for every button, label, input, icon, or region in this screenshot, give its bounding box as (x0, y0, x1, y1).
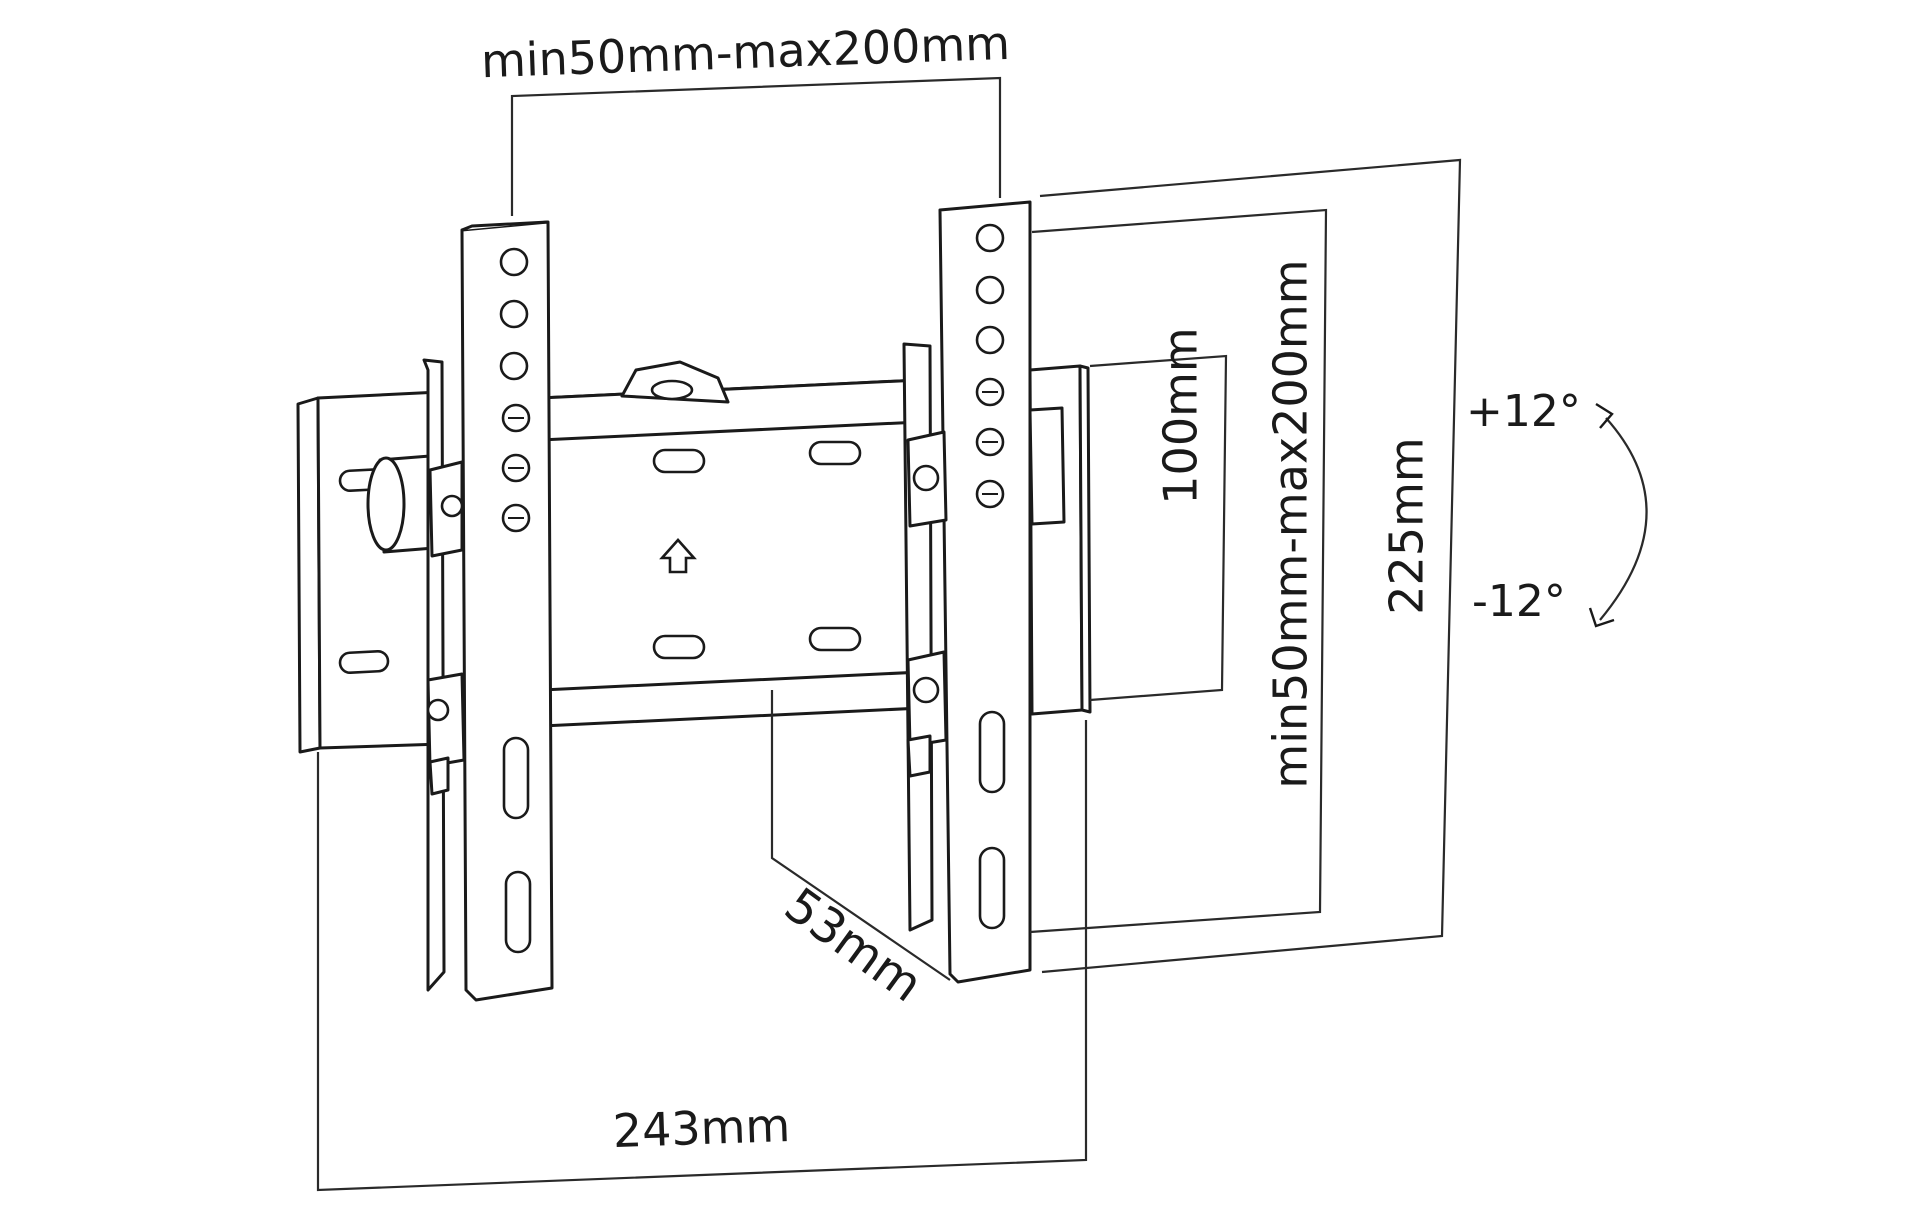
right-arm-side (902, 342, 934, 932)
left-arm-side (422, 358, 446, 992)
right-arm-foot (906, 734, 932, 778)
bolt-icon (440, 494, 464, 518)
label-horizontal-vesa: min50mm-max200mm (480, 16, 1011, 88)
label-overall-height: 225mm (1380, 437, 1434, 614)
arm-hole (975, 325, 1005, 355)
arm-slot (502, 736, 530, 820)
knob-face (366, 456, 406, 552)
dim-overall-height (1039, 158, 1462, 974)
arm-hole (499, 247, 529, 277)
center-slot (652, 448, 706, 474)
left-vertical-arm (422, 220, 554, 1002)
left-arm-foot (428, 756, 450, 796)
right-vertical-arm (902, 200, 1032, 984)
right-knob-block (1028, 406, 1066, 526)
tilt-arrow-up-icon (1595, 402, 1614, 429)
label-overall-width: 243mm (612, 1098, 791, 1158)
left-arm-top (461, 220, 549, 232)
label-inner-height: 100mm (1154, 327, 1208, 504)
tilt-arc (1599, 417, 1648, 621)
arm-slot (978, 846, 1006, 930)
wall-plate-left-cap (296, 396, 322, 754)
left-arm-bracket (426, 672, 466, 768)
center-slot (808, 626, 862, 652)
bolt-icon (912, 676, 940, 704)
arm-slot (978, 710, 1006, 794)
tilt-arrow-down-icon (1588, 607, 1615, 628)
hook-hole (650, 379, 694, 401)
label-vertical-vesa: min50mm-max200mm (1264, 259, 1318, 788)
dim-vertical-vesa (1029, 208, 1328, 934)
bolt-icon (426, 698, 450, 722)
arm-hole (499, 299, 529, 329)
dimension-lines (316, 76, 1648, 1192)
dim-inner-height (1089, 354, 1228, 702)
dim-horizontal-vesa (510, 76, 1002, 216)
arm-slot (504, 870, 532, 954)
wall-plate-left-face (316, 390, 444, 750)
arm-hole (975, 275, 1005, 305)
arm-hole (975, 223, 1005, 253)
label-tilt-up: +12° (1466, 386, 1581, 437)
center-slot (652, 634, 706, 660)
dim-depth (770, 690, 951, 981)
up-arrow-icon (659, 538, 697, 574)
right-arm-face (938, 200, 1032, 984)
arm-hole (499, 351, 529, 381)
wall-plate-slot (338, 649, 390, 675)
dim-overall-width (316, 720, 1088, 1192)
bolt-icon (912, 464, 940, 492)
center-slot (808, 440, 862, 466)
wall-plate-right-cap (1078, 364, 1092, 714)
label-tilt-down: -12° (1472, 576, 1566, 627)
